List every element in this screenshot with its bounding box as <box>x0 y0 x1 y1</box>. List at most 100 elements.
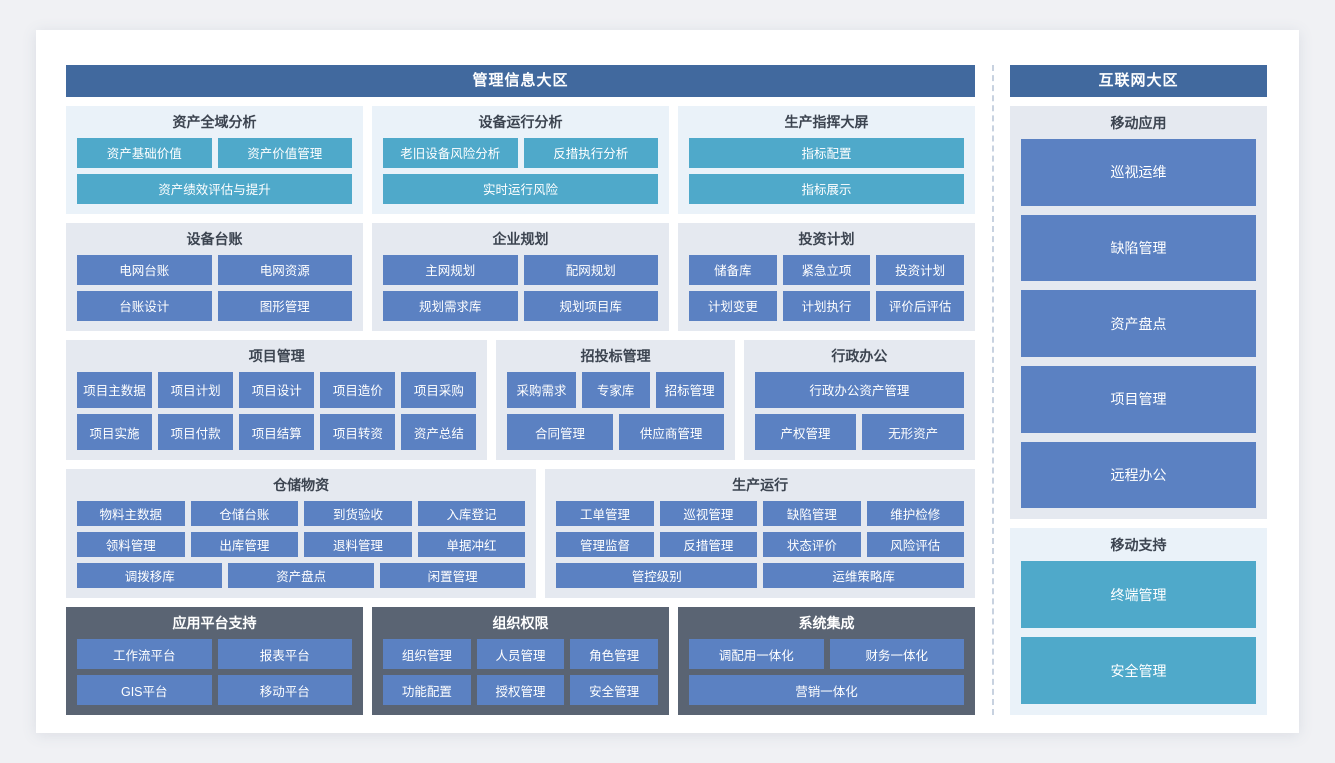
tile-button[interactable]: 组织管理 <box>383 639 471 670</box>
tile-button[interactable]: 招标管理 <box>655 371 724 408</box>
tile-button[interactable]: 财务一体化 <box>829 639 964 670</box>
zone-internet: 互联网大区 移动应用巡视运维缺陷管理资产盘点项目管理远程办公移动支持终端管理安全… <box>1010 65 1267 715</box>
tile-button[interactable]: 合同管理 <box>507 413 613 451</box>
tile-button[interactable]: 入库登记 <box>417 501 526 527</box>
group-card-inner: 设备运行分析老旧设备风险分析反措执行分析实时运行风险 <box>372 106 669 214</box>
tile-button[interactable]: 资产总结 <box>401 413 477 451</box>
tile-button[interactable]: 行政办公资产管理 <box>754 371 964 408</box>
zone-header-management-information: 管理信息大区 <box>66 65 975 97</box>
tile-button[interactable]: 风险评估 <box>866 532 964 558</box>
tile-button[interactable]: 投资计划 <box>876 254 965 285</box>
tile-button[interactable]: 电网资源 <box>217 254 352 285</box>
tile-button[interactable]: 项目计划 <box>158 371 234 408</box>
tile-button[interactable]: 项目管理 <box>1021 365 1256 433</box>
zone-right-body: 移动应用巡视运维缺陷管理资产盘点项目管理远程办公移动支持终端管理安全管理 <box>1010 106 1267 715</box>
group-card: 资产全域分析资产基础价值资产价值管理资产绩效评估与提升 <box>66 106 363 214</box>
tile-button[interactable]: 营销一体化 <box>689 675 964 706</box>
tile-button[interactable]: 缺陷管理 <box>1021 214 1256 282</box>
tile-button[interactable]: 状态评价 <box>763 532 861 558</box>
tile-button[interactable]: 项目结算 <box>239 413 315 451</box>
tile-button[interactable]: 规划需求库 <box>383 290 518 321</box>
tile-button[interactable]: 储备库 <box>689 254 777 285</box>
group-card: 设备台账电网台账电网资源台账设计图形管理 <box>66 222 363 331</box>
tile-button[interactable]: GIS平台 <box>77 675 212 706</box>
tile-button[interactable]: 管理监督 <box>556 532 654 558</box>
tile-button[interactable]: 运维策略库 <box>763 563 965 589</box>
tile-button[interactable]: 闲置管理 <box>379 563 526 589</box>
tile-button[interactable]: 授权管理 <box>476 675 565 706</box>
tile-button[interactable]: 领料管理 <box>77 532 185 558</box>
tile-button[interactable]: 移动平台 <box>217 675 352 706</box>
tile-button[interactable]: 工单管理 <box>556 501 654 527</box>
tile-button[interactable]: 调配用一体化 <box>689 639 824 670</box>
tile-button[interactable]: 图形管理 <box>217 290 352 321</box>
tile-button[interactable]: 主网规划 <box>383 254 518 285</box>
tile-button[interactable]: 产权管理 <box>754 413 857 451</box>
tile-button[interactable]: 计划变更 <box>689 290 777 321</box>
tile-button[interactable]: 项目实施 <box>77 413 153 451</box>
tile-row: 主网规划配网规划 <box>383 254 658 285</box>
tile-button[interactable]: 专家库 <box>581 371 650 408</box>
tile-button[interactable]: 配网规划 <box>523 254 658 285</box>
tile-button[interactable]: 项目转资 <box>320 413 396 451</box>
group-title: 企业规划 <box>492 230 549 247</box>
tile-button[interactable]: 台账设计 <box>77 290 212 321</box>
tile-button[interactable]: 反措执行分析 <box>523 138 658 168</box>
tile-button[interactable]: 调拨移库 <box>77 563 223 589</box>
tile-button[interactable]: 人员管理 <box>476 639 565 670</box>
tile-button[interactable]: 巡视管理 <box>659 501 758 527</box>
tile-button[interactable]: 指标配置 <box>689 138 964 168</box>
tile-button[interactable]: 单据冲红 <box>417 532 526 558</box>
tile-button[interactable]: 评价后评估 <box>876 290 965 321</box>
tile-button[interactable]: 安全管理 <box>570 675 659 706</box>
group-card: 行政办公行政办公资产管理产权管理无形资产 <box>743 339 975 461</box>
tile-button[interactable]: 功能配置 <box>383 675 471 706</box>
tile-button[interactable]: 管控级别 <box>556 563 758 589</box>
tile-button[interactable]: 项目造价 <box>320 371 396 408</box>
tile-button[interactable]: 规划项目库 <box>523 290 658 321</box>
tile-button[interactable]: 退料管理 <box>304 532 412 558</box>
tile-button[interactable]: 无形资产 <box>862 413 965 451</box>
tile-button[interactable]: 巡视运维 <box>1021 139 1256 206</box>
tile-button[interactable]: 紧急立项 <box>782 254 871 285</box>
tile-button[interactable]: 供应商管理 <box>618 413 724 451</box>
tile-button[interactable]: 项目采购 <box>401 371 477 408</box>
tile-grid: 工单管理巡视管理缺陷管理维护检修管理监督反措管理状态评价风险评估管控级别运维策略… <box>556 501 965 589</box>
tile-button[interactable]: 资产价值管理 <box>217 138 352 168</box>
tile-button[interactable]: 物料主数据 <box>77 501 185 527</box>
tile-button[interactable]: 缺陷管理 <box>763 501 861 527</box>
tile-button[interactable]: 项目设计 <box>239 371 315 408</box>
tile-button[interactable]: 资产基础价值 <box>77 138 212 168</box>
tile-row: 计划变更计划执行评价后评估 <box>689 290 965 321</box>
tile-button[interactable]: 终端管理 <box>1021 561 1256 629</box>
tile-button[interactable]: 出库管理 <box>190 532 299 558</box>
tile-button[interactable]: 指标展示 <box>689 173 964 204</box>
tile-row: 项目实施项目付款项目结算项目转资资产总结 <box>77 413 477 451</box>
tile-row: GIS平台移动平台 <box>77 675 352 706</box>
tile-button[interactable]: 工作流平台 <box>77 639 212 670</box>
tile-button[interactable]: 资产绩效评估与提升 <box>77 173 352 204</box>
tile-row: 行政办公资产管理 <box>754 371 964 408</box>
tile-button[interactable]: 实时运行风险 <box>383 173 658 204</box>
tile-button[interactable]: 安全管理 <box>1021 637 1256 704</box>
tile-button[interactable]: 反措管理 <box>659 532 758 558</box>
group-card-inner: 组织权限组织管理人员管理角色管理功能配置授权管理安全管理 <box>372 607 669 715</box>
tile-button[interactable]: 项目主数据 <box>77 371 153 408</box>
tile-button[interactable]: 项目付款 <box>158 413 234 451</box>
tile-button[interactable]: 计划执行 <box>782 290 871 321</box>
tile-button[interactable]: 仓储台账 <box>190 501 299 527</box>
tile-button[interactable]: 到货验收 <box>304 501 412 527</box>
tile-button[interactable]: 老旧设备风险分析 <box>383 138 518 168</box>
tile-button[interactable]: 资产盘点 <box>1021 290 1256 357</box>
tile-grid: 电网台账电网资源台账设计图形管理 <box>77 254 352 321</box>
tile-button[interactable]: 维护检修 <box>866 501 964 527</box>
tile-grid: 老旧设备风险分析反措执行分析实时运行风险 <box>383 138 658 204</box>
tile-button[interactable]: 资产盘点 <box>228 563 374 589</box>
tile-button[interactable]: 角色管理 <box>570 639 659 670</box>
group-row: 设备台账电网台账电网资源台账设计图形管理 企业规划主网规划配网规划规划需求库规划项… <box>66 222 975 331</box>
tile-button[interactable]: 采购需求 <box>507 371 576 408</box>
tile-button[interactable]: 报表平台 <box>217 639 352 670</box>
tile-button[interactable]: 远程办公 <box>1021 441 1256 509</box>
tile-button[interactable]: 电网台账 <box>77 254 212 285</box>
group-title: 应用平台支持 <box>172 615 257 632</box>
